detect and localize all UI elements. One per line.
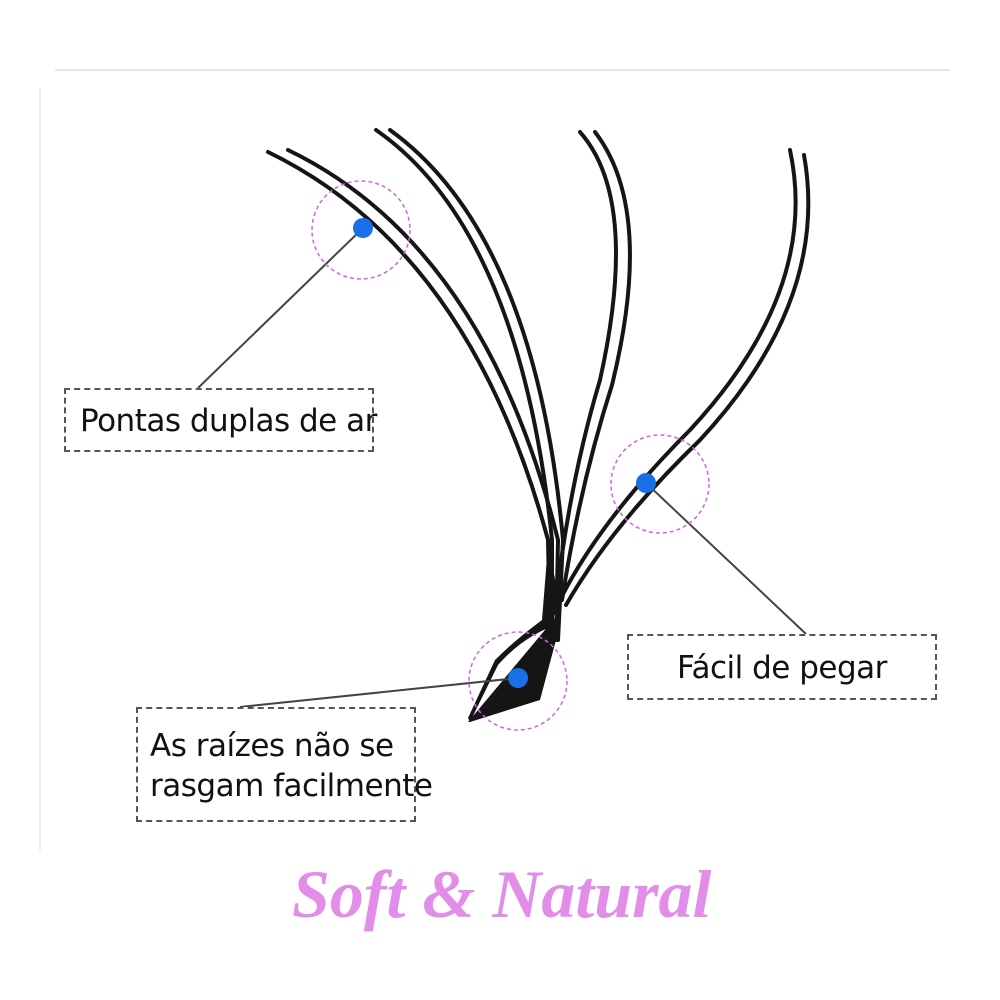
- blue-dot-marker-icon-tips: [353, 218, 373, 238]
- callout-easy-to-grab: Fácil de pegar: [627, 634, 937, 700]
- dashed-circle-highlight-grab: [610, 434, 710, 534]
- callout-tips-text: Pontas duplas de ar: [80, 403, 377, 439]
- lash-fiber-1: [266, 148, 561, 642]
- blue-dot-marker-icon-roots: [508, 668, 528, 688]
- blue-dot-marker-icon-grab: [636, 473, 656, 493]
- callout-grab-text: Fácil de pegar: [677, 650, 887, 686]
- callout-roots-text-line2: rasgam facilmente: [150, 768, 433, 804]
- leader-line-tips: [197, 227, 364, 389]
- callout-roots-text-line1: As raízes não se: [150, 728, 394, 764]
- tagline-soft-natural: Soft & Natural: [292, 856, 712, 932]
- callout-roots-dont-tear: As raízes não se rasgam facilmente: [136, 707, 433, 822]
- lash-fiber-3: [554, 130, 632, 602]
- callout-double-air-tips: Pontas duplas de ar: [64, 388, 377, 452]
- dashed-circle-highlight-roots: [468, 631, 568, 731]
- lash-fiber-2: [374, 128, 566, 642]
- lash-fiber-4: [558, 148, 811, 607]
- leader-line-roots: [239, 677, 519, 708]
- lash-root-base-fill: [468, 612, 560, 722]
- leader-line-grab: [645, 482, 807, 635]
- dashed-circle-highlight-tips: [311, 180, 411, 280]
- lash-root-base: [468, 545, 560, 722]
